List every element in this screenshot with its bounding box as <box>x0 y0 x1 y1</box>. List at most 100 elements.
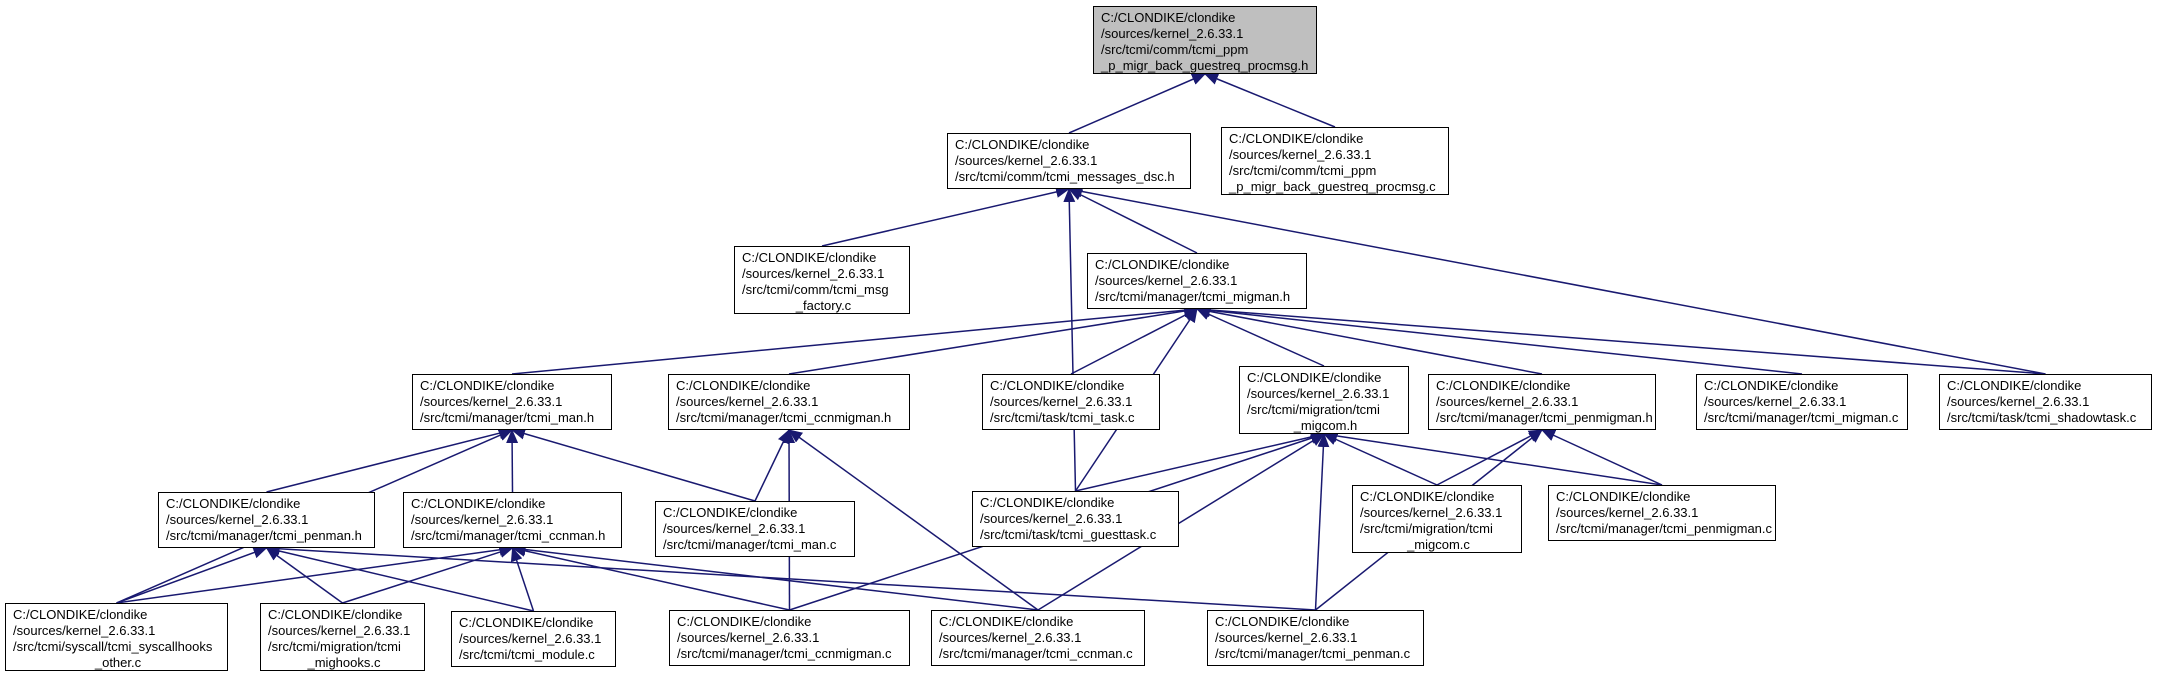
node-label-line: /src/tcmi/task/tcmi_guesttask.c <box>980 527 1157 542</box>
node-tcmi-migcom-h[interactable]: C:/CLONDIKE/clondike/sources/kernel_2.6.… <box>1239 366 1409 434</box>
node-tcmi-messages-dsc-h[interactable]: C:/CLONDIKE/clondike/sources/kernel_2.6.… <box>947 133 1191 189</box>
node-label-line: C:/CLONDIKE/clondike <box>980 495 1115 510</box>
node-tcmi-msg-factory-c[interactable]: C:/CLONDIKE/clondike/sources/kernel_2.6.… <box>734 246 910 314</box>
node-label-line: /src/tcmi/task/tcmi_task.c <box>990 410 1135 425</box>
include-edge-tcmi-msg-factory-c-to-tcmi-messages-dsc-h <box>821 186 1070 247</box>
node-tcmi-guesttask-c[interactable]: C:/CLONDIKE/clondike/sources/kernel_2.6.… <box>972 491 1179 547</box>
node-label-line: C:/CLONDIKE/clondike <box>1215 614 1350 629</box>
node-tcmi-penmigman-c[interactable]: C:/CLONDIKE/clondike/sources/kernel_2.6.… <box>1548 485 1776 541</box>
node-label-line: /sources/kernel_2.6.33.1 <box>1229 147 1372 162</box>
node-label-line: _migcom.h <box>1293 418 1358 433</box>
include-edge-tcmi-ccnman-c-to-tcmi-ccnmigman-h <box>788 429 1039 611</box>
node-label-line: /src/tcmi/manager/tcmi_man.c <box>663 537 837 552</box>
include-edge-tcmi-penmigman-c-to-tcmi-migcom-h <box>1323 430 1663 486</box>
node-label-line: C:/CLONDIKE/clondike <box>1360 489 1495 504</box>
node-label-line: _p_migr_back_guestreq_procmsg.c <box>1229 179 1436 194</box>
node-label-line: /sources/kernel_2.6.33.1 <box>1095 273 1238 288</box>
node-label-line: /sources/kernel_2.6.33.1 <box>1947 394 2090 409</box>
include-edge-tcmi-guesttask-c-to-tcmi-migcom-h <box>1075 431 1325 492</box>
node-label-line: /src/tcmi/manager/tcmi_ccnmigman.c <box>677 646 892 661</box>
node-label-line: _mighooks.c <box>307 655 381 670</box>
node-label-line: /src/tcmi/comm/tcmi_ppm <box>1229 163 1377 178</box>
include-edge-tcmi-mighooks-c-to-tcmi-ccnman-h <box>342 546 514 604</box>
node-label-line: C:/CLONDIKE/clondike <box>1947 378 2082 393</box>
node-label-line: /sources/kernel_2.6.33.1 <box>955 153 1098 168</box>
node-tcmi-syscallhooks-other-c[interactable]: C:/CLONDIKE/clondike/sources/kernel_2.6.… <box>5 603 228 671</box>
node-label-line: C:/CLONDIKE/clondike <box>1247 370 1382 385</box>
node-label-line: /sources/kernel_2.6.33.1 <box>939 630 1082 645</box>
include-edge-tcmi-penmigman-c-to-tcmi-penmigman-h <box>1541 429 1663 486</box>
node-tcmi-man-h[interactable]: C:/CLONDIKE/clondike/sources/kernel_2.6.… <box>412 374 612 430</box>
node-label-line: /sources/kernel_2.6.33.1 <box>1704 394 1847 409</box>
node-tcmi-migcom-c[interactable]: C:/CLONDIKE/clondike/sources/kernel_2.6.… <box>1352 485 1522 553</box>
node-label-line: /src/tcmi/manager/tcmi_penmigman.c <box>1556 521 1773 536</box>
node-label-line: /sources/kernel_2.6.33.1 <box>980 511 1123 526</box>
include-edge-tcmi-ppm-p-migr-back-guestreq-procmsg-c-to-tcmi-ppm-p-migr-back-guestreq-procmsg-h <box>1204 73 1336 128</box>
node-label-line: C:/CLONDIKE/clondike <box>420 378 555 393</box>
node-label-line: /src/tcmi/manager/tcmi_man.h <box>420 410 595 425</box>
node-label-line: C:/CLONDIKE/clondike <box>166 496 301 511</box>
include-edge-tcmi-ccnman-h-to-tcmi-man-h <box>506 429 519 493</box>
include-edge-tcmi-mighooks-c-to-tcmi-penman-h <box>265 547 343 604</box>
node-label-line: C:/CLONDIKE/clondike <box>1704 378 1839 393</box>
node-tcmi-mighooks-c[interactable]: C:/CLONDIKE/clondike/sources/kernel_2.6.… <box>260 603 425 671</box>
node-label-line: /sources/kernel_2.6.33.1 <box>268 623 411 638</box>
include-edge-tcmi-guesttask-c-to-tcmi-messages-dsc-h <box>1063 188 1077 492</box>
node-label-line: /sources/kernel_2.6.33.1 <box>1556 505 1699 520</box>
include-edge-tcmi-penman-c-to-tcmi-penman-h <box>265 542 1316 611</box>
include-edge-tcmi-penman-c-to-tcmi-migcom-h <box>1314 433 1330 611</box>
node-label-line: /src/tcmi/migration/tcmi <box>268 639 401 654</box>
node-label-line: /sources/kernel_2.6.33.1 <box>676 394 819 409</box>
node-tcmi-ccnmigman-c[interactable]: C:/CLONDIKE/clondike/sources/kernel_2.6.… <box>669 610 910 666</box>
node-tcmi-penmigman-h[interactable]: C:/CLONDIKE/clondike/sources/kernel_2.6.… <box>1428 374 1656 430</box>
node-tcmi-ccnmigman-h[interactable]: C:/CLONDIKE/clondike/sources/kernel_2.6.… <box>668 374 910 430</box>
node-label-line: /src/tcmi/manager/tcmi_ccnman.c <box>939 646 1133 661</box>
node-label-line: /sources/kernel_2.6.33.1 <box>411 512 554 527</box>
include-edge-tcmi-man-c-to-tcmi-man-h <box>511 427 756 502</box>
node-label-line: C:/CLONDIKE/clondike <box>1101 10 1236 25</box>
node-label-line: /src/tcmi/task/tcmi_shadowtask.c <box>1947 410 2137 425</box>
node-tcmi-man-c[interactable]: C:/CLONDIKE/clondike/sources/kernel_2.6.… <box>655 501 855 557</box>
node-tcmi-ccnman-h[interactable]: C:/CLONDIKE/clondike/sources/kernel_2.6.… <box>403 492 622 548</box>
node-label-line: /src/tcmi/comm/tcmi_ppm <box>1101 42 1249 57</box>
include-edge-tcmi-ccnman-c-to-tcmi-migcom-h <box>1037 433 1325 611</box>
node-label-line: /src/tcmi/syscall/tcmi_syscallhooks <box>13 639 213 654</box>
node-tcmi-ppm-p-migr-back-guestreq-procmsg-c[interactable]: C:/CLONDIKE/clondike/sources/kernel_2.6.… <box>1221 127 1449 195</box>
node-label-line: C:/CLONDIKE/clondike <box>1556 489 1691 504</box>
node-label-line: _p_migr_back_guestreq_procmsg.h <box>1101 58 1309 73</box>
node-tcmi-migman-h[interactable]: C:/CLONDIKE/clondike/sources/kernel_2.6.… <box>1087 253 1307 309</box>
node-label-line: /sources/kernel_2.6.33.1 <box>1436 394 1579 409</box>
node-tcmi-penman-h[interactable]: C:/CLONDIKE/clondike/sources/kernel_2.6.… <box>158 492 375 548</box>
node-label-line: /sources/kernel_2.6.33.1 <box>1101 26 1244 41</box>
node-label-line: C:/CLONDIKE/clondike <box>1095 257 1230 272</box>
node-tcmi-ccnman-c[interactable]: C:/CLONDIKE/clondike/sources/kernel_2.6.… <box>931 610 1145 666</box>
include-edge-tcmi-migcom-c-to-tcmi-migcom-h <box>1323 433 1438 486</box>
node-tcmi-ppm-p-migr-back-guestreq-procmsg-h: C:/CLONDIKE/clondike/sources/kernel_2.6.… <box>1093 6 1317 74</box>
node-label-line: C:/CLONDIKE/clondike <box>13 607 148 622</box>
node-label-line: /sources/kernel_2.6.33.1 <box>420 394 563 409</box>
node-label-line: /src/tcmi/tcmi_module.c <box>459 647 595 662</box>
node-label-line: C:/CLONDIKE/clondike <box>1229 131 1364 146</box>
node-tcmi-shadowtask-c[interactable]: C:/CLONDIKE/clondike/sources/kernel_2.6.… <box>1939 374 2152 430</box>
node-label-line: _migcom.c <box>1407 537 1470 552</box>
node-label-line: /sources/kernel_2.6.33.1 <box>166 512 309 527</box>
node-label-line: /sources/kernel_2.6.33.1 <box>677 630 820 645</box>
include-edge-tcmi-migman-c-to-tcmi-migman-h <box>1196 304 1803 375</box>
node-tcmi-penman-c[interactable]: C:/CLONDIKE/clondike/sources/kernel_2.6.… <box>1207 610 1424 666</box>
include-edge-tcmi-shadowtask-c-to-tcmi-messages-dsc-h <box>1068 185 2046 375</box>
node-label-line: /src/tcmi/migration/tcmi <box>1360 521 1493 536</box>
node-label-line: C:/CLONDIKE/clondike <box>268 607 403 622</box>
include-edge-tcmi-syscallhooks-other-c-to-tcmi-penman-h <box>116 546 268 604</box>
node-label-line: /sources/kernel_2.6.33.1 <box>13 623 156 638</box>
node-tcmi-task-c[interactable]: C:/CLONDIKE/clondike/sources/kernel_2.6.… <box>982 374 1160 430</box>
include-edge-tcmi-migman-h-to-tcmi-messages-dsc-h <box>1068 188 1198 254</box>
node-label-line: /sources/kernel_2.6.33.1 <box>990 394 1133 409</box>
include-edge-tcmi-migcom-c-to-tcmi-penmigman-h <box>1436 429 1543 486</box>
node-tcmi-migman-c[interactable]: C:/CLONDIKE/clondike/sources/kernel_2.6.… <box>1696 374 1908 430</box>
node-label-line: /sources/kernel_2.6.33.1 <box>1247 386 1390 401</box>
node-tcmi-module-c[interactable]: C:/CLONDIKE/clondike/sources/kernel_2.6.… <box>451 611 616 667</box>
include-edge-tcmi-migcom-h-to-tcmi-migman-h <box>1196 308 1325 367</box>
include-edge-tcmi-ccnman-c-to-tcmi-ccnman-h <box>511 543 1039 611</box>
node-label-line: /sources/kernel_2.6.33.1 <box>1360 505 1503 520</box>
node-label-line: C:/CLONDIKE/clondike <box>663 505 798 520</box>
